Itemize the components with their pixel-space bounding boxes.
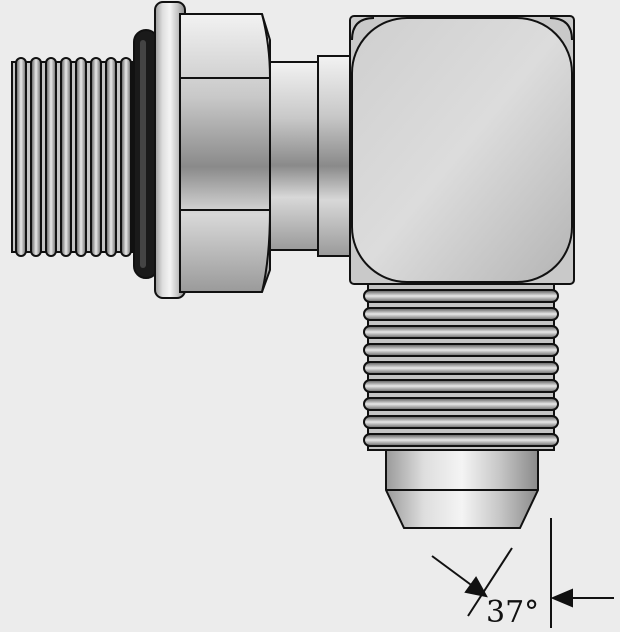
left-thread-ridges [15,57,132,257]
thread-ridge [45,57,57,257]
thread-ridge [363,307,559,321]
thread-ridge [363,379,559,393]
flare-nose [385,449,539,529]
flare-angle-line [467,547,513,617]
thread-ridge [363,289,559,303]
bottom-threaded-end [363,283,559,451]
thread-ridge [30,57,42,257]
thread-ridge [363,361,559,375]
thread-ridge [105,57,117,257]
angle-label: 37° [486,595,539,630]
right-arrow-head-icon [550,588,573,608]
thread-ridge [363,397,559,411]
thread-ridge [363,415,559,429]
shank [269,55,353,257]
thread-ridge [363,433,559,447]
thread-ridge [120,57,132,257]
thread-ridge [75,57,87,257]
thread-ridge [363,343,559,357]
left-threaded-end [11,57,133,257]
thread-ridge [60,57,72,257]
hex-nut [179,13,271,293]
angle-dimension: 37° [431,518,614,630]
thread-ridge [363,325,559,339]
elbow-body [349,15,575,285]
thread-ridge [90,57,102,257]
left-arrow-head-icon [464,576,488,598]
thread-ridge [15,57,27,257]
bottom-thread-ridges [363,289,559,447]
